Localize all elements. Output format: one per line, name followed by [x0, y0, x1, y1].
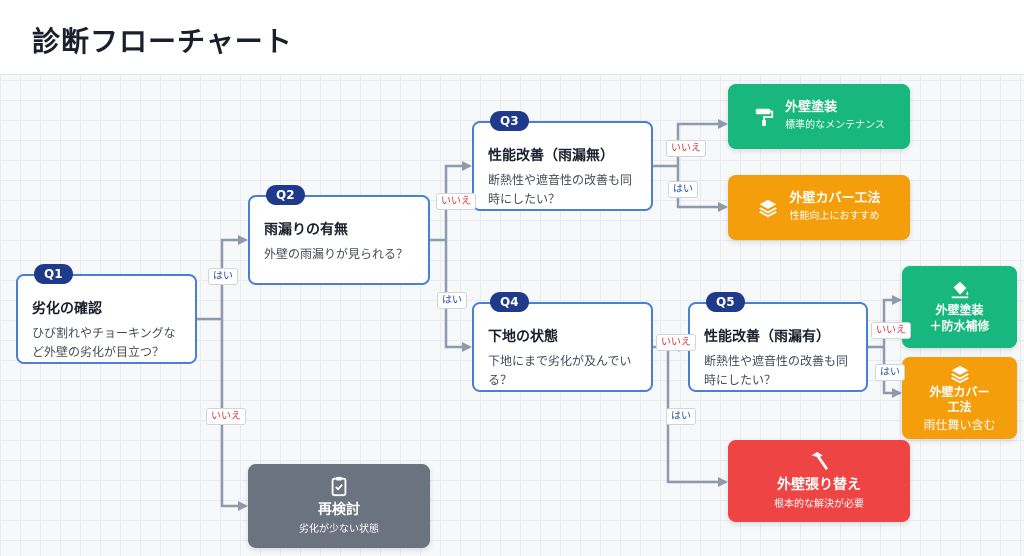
q3-title: 性能改善（雨漏無） — [488, 148, 614, 164]
q3-desc: 断熱性や遮音性の改善も同時にしたい？ — [488, 173, 633, 206]
q2-yes-label: はい — [437, 292, 467, 309]
q1-no-label: いいえ — [206, 408, 246, 425]
result-cover-method-rain-title: 外壁カバー 工法 — [929, 384, 990, 415]
question-q5: Q5 性能改善（雨漏有） 断熱性や遮音性の改善も同時にしたい？ — [688, 292, 868, 392]
q3-no-label: いいえ — [666, 140, 706, 157]
q5-desc: 断熱性や遮音性の改善も同時にしたい？ — [704, 354, 849, 387]
hammer-icon — [811, 452, 828, 471]
result-exterior-painting-sub: 標準的なメンテナンス — [785, 120, 885, 132]
q2-desc: 外壁の雨漏りが見られる？ — [264, 247, 409, 261]
question-q4: Q4 下地の状態 下地にまで劣化が及んでいる？ — [472, 292, 653, 392]
result-exterior-painting-title: 外壁塗装 — [785, 99, 838, 115]
clipboard-check-icon — [331, 477, 347, 497]
result-siding-replacement-sub: 根本的な解決が必要 — [774, 498, 864, 510]
question-q1: Q1 劣化の確認 ひび割れやチョーキングなど外壁の劣化が目立つ？ — [16, 264, 197, 364]
q4-yes-label: はい — [666, 408, 696, 425]
result-reconsider-sub: 劣化が少ない状態 — [299, 523, 379, 535]
q1-yes-label: はい — [208, 268, 238, 285]
q3-badge: Q3 — [490, 111, 529, 131]
q5-title: 性能改善（雨漏有） — [704, 329, 830, 345]
q4-desc: 下地にまで劣化が及んでいる？ — [488, 354, 632, 387]
q5-yes-label: はい — [875, 364, 905, 381]
q1-yes-arrow — [220, 235, 248, 319]
result-siding-replacement: 外壁張り替え 根本的な解決が必要 — [728, 440, 910, 522]
q2-no-label: いいえ — [436, 193, 476, 210]
result-painting-waterproof-title: 外壁塗装 ＋防水補修 — [929, 303, 990, 333]
result-exterior-painting: 外壁塗装 標準的なメンテナンス — [728, 84, 910, 149]
result-reconsider: 再検討 劣化が少ない状態 — [248, 464, 430, 548]
result-painting-waterproof: 外壁塗装 ＋防水補修 — [902, 266, 1017, 348]
q3-yes-arrow — [676, 166, 728, 212]
q2-yes-arrow — [444, 240, 472, 352]
q5-yes-arrow — [882, 347, 902, 398]
result-cover-method-title: 外壁カバー工法 — [789, 190, 881, 206]
header: 診断フローチャート — [0, 0, 1024, 75]
result-cover-method: 外壁カバー工法 性能向上におすすめ — [728, 175, 910, 240]
layers-icon — [759, 199, 778, 217]
q2-no-arrow — [444, 161, 472, 240]
result-cover-method-sub: 性能向上におすすめ — [789, 211, 880, 223]
q1-badge: Q1 — [34, 264, 73, 284]
q3-yes-label: はい — [668, 181, 698, 198]
result-reconsider-title: 再検討 — [318, 502, 360, 519]
question-q2: Q2 雨漏りの有無 外壁の雨漏りが見られる？ — [248, 185, 430, 285]
q4-title: 下地の状態 — [488, 329, 558, 345]
q4-badge: Q4 — [490, 292, 529, 312]
q4-yes-arrow — [666, 347, 728, 487]
result-cover-method-rain-sub: 雨仕舞い含む — [923, 417, 996, 432]
q2-title: 雨漏りの有無 — [264, 222, 348, 238]
q2-badge: Q2 — [266, 185, 305, 205]
page-title: 診断フローチャート — [32, 25, 293, 58]
q1-no-arrow — [220, 319, 248, 511]
result-siding-replacement-title: 外壁張り替え — [777, 477, 861, 494]
q5-no-label: いいえ — [871, 322, 911, 339]
q4-no-label: いいえ — [656, 334, 696, 351]
q1-title: 劣化の確認 — [32, 301, 102, 317]
result-cover-method-rain: 外壁カバー 工法 雨仕舞い含む — [902, 357, 1017, 439]
question-q3: Q3 性能改善（雨漏無） 断熱性や遮音性の改善も同時にしたい？ — [472, 111, 653, 211]
paint-bucket-icon — [951, 282, 968, 299]
q5-badge: Q5 — [706, 292, 745, 312]
paint-roller-icon — [755, 108, 774, 126]
q1-desc: ひび割れやチョーキングなど外壁の劣化が目立つ？ — [32, 326, 176, 359]
layers-icon — [950, 365, 969, 383]
